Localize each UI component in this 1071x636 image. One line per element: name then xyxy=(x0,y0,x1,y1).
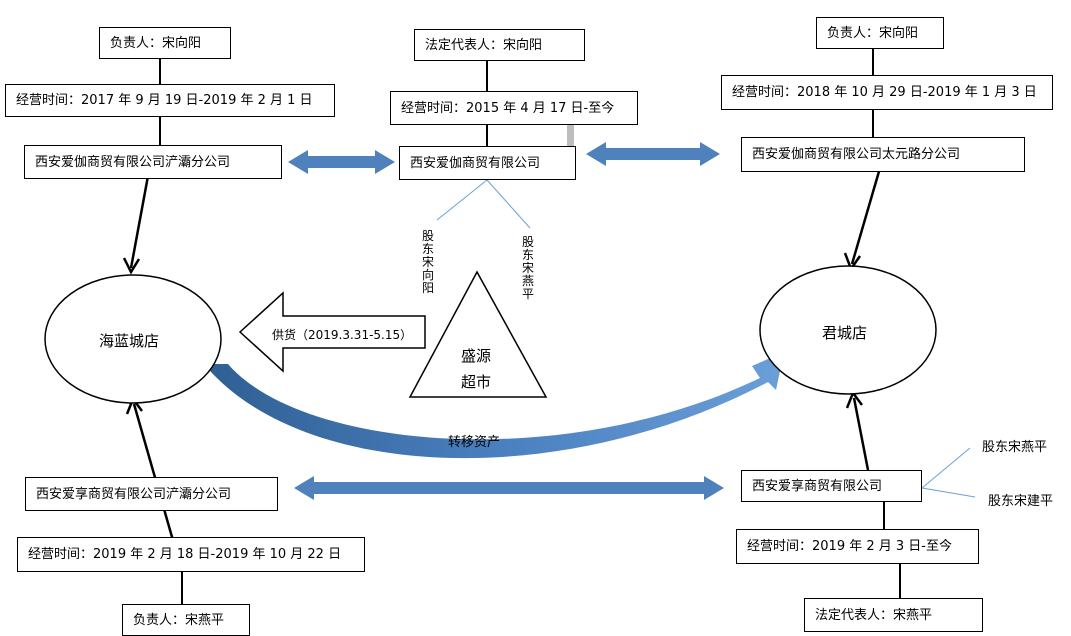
right-top-period-box: 经营时间：2018 年 10 月 29 日-2019 年 1 月 3 日 xyxy=(721,75,1053,110)
left-top-company-text: 西安爱伽商贸有限公司浐灞分公司 xyxy=(35,154,231,170)
shareholder-line-1 xyxy=(436,179,488,221)
double-arrow-bottom xyxy=(294,476,724,500)
left-bottom-manager-text: 负责人：宋燕平 xyxy=(133,612,225,628)
juncheng-store-circle xyxy=(759,265,937,395)
center-company-text: 西安爱伽商贸有限公司 xyxy=(410,155,541,171)
supply-label: 供货（2019.3.31-5.15） xyxy=(272,328,413,342)
arrow-line-to-juncheng xyxy=(850,167,882,265)
shareholder-line-4 xyxy=(921,487,976,498)
left-bottom-company-text: 西安爱享商贸有限公司浐灞分公司 xyxy=(36,486,232,502)
left-top-company-box: 西安爱伽商贸有限公司浐灞分公司 xyxy=(24,145,282,179)
right-top-period-text: 经营时间：2018 年 10 月 29 日-2019 年 1 月 3 日 xyxy=(732,85,1037,100)
right-bottom-shareholder-1: 股东宋燕平 xyxy=(982,440,1048,455)
left-bottom-period-box: 经营时间：2019 年 2 月 18 日-2019 年 10 月 22 日 xyxy=(17,537,365,572)
right-bottom-period-box: 经营时间：2019 年 2 月 3 日-至今 xyxy=(736,529,979,564)
center-period-text: 经营时间：2015 年 4 月 17 日-至今 xyxy=(401,100,615,116)
transfer-assets-arrow xyxy=(204,352,784,459)
right-top-company-text: 西安爱伽商贸有限公司太元路分公司 xyxy=(752,147,961,162)
right-top-company-box: 西安爱伽商贸有限公司太元路分公司 xyxy=(741,137,1025,172)
right-bottom-period-text: 经营时间：2019 年 2 月 3 日-至今 xyxy=(747,539,952,554)
left-bottom-company-box: 西安爱享商贸有限公司浐灞分公司 xyxy=(25,477,278,511)
supermarket-triangle xyxy=(408,270,548,398)
center-company-box: 西安爱伽商贸有限公司 xyxy=(399,146,576,180)
transfer-assets-label: 转移资产 xyxy=(448,435,501,450)
center-legal-rep-box: 法定代表人：宋向阳 xyxy=(414,29,585,61)
right-bottom-company-box: 西安爱享商贸有限公司 xyxy=(741,470,922,502)
double-arrow-top-left xyxy=(288,150,395,174)
right-bottom-legal-rep-text: 法定代表人：宋燕平 xyxy=(815,607,933,623)
right-bottom-company-text: 西安爱享商贸有限公司 xyxy=(752,478,883,494)
supply-arrow xyxy=(238,291,426,373)
arrow-head-to-hailan xyxy=(122,257,141,275)
juncheng-store-label: 君城店 xyxy=(822,324,868,342)
center-period-box: 经营时间：2015 年 4 月 17 日-至今 xyxy=(390,91,638,125)
left-bottom-period-text: 经营时间：2019 年 2 月 18 日-2019 年 10 月 22 日 xyxy=(28,547,342,562)
left-top-manager-box: 负责人：宋向阳 xyxy=(99,27,231,59)
gray-marker xyxy=(567,124,574,146)
left-top-period-text: 经营时间：2017 年 9 月 19 日-2019 年 2 月 1 日 xyxy=(16,93,313,108)
supermarket-label-line2: 超市 xyxy=(461,373,492,391)
supermarket-label-line1: 盛源 xyxy=(461,347,492,365)
shareholder-line-3 xyxy=(921,447,971,489)
center-shareholder-1: 股东宋向阳 xyxy=(421,229,434,295)
shareholder-line-2 xyxy=(486,179,531,229)
left-top-manager-text: 负责人：宋向阳 xyxy=(110,35,202,51)
right-bottom-legal-rep-box: 法定代表人：宋燕平 xyxy=(804,598,983,632)
hailan-store-label: 海蓝城店 xyxy=(99,332,160,350)
double-arrow-top-right xyxy=(586,142,720,166)
hailan-store-circle xyxy=(44,274,222,404)
right-top-manager-text: 负责人：宋向阳 xyxy=(827,25,919,41)
left-bottom-manager-box: 负责人：宋燕平 xyxy=(122,604,250,636)
left-top-period-box: 经营时间：2017 年 9 月 19 日-2019 年 2 月 1 日 xyxy=(5,84,335,117)
arrow-line-to-hailan xyxy=(129,175,150,269)
center-shareholder-2: 股东宋燕平 xyxy=(521,235,534,301)
right-bottom-shareholder-2: 股东宋建平 xyxy=(988,494,1054,509)
center-legal-rep-text: 法定代表人：宋向阳 xyxy=(425,37,543,53)
right-top-manager-box: 负责人：宋向阳 xyxy=(816,17,944,49)
arrow-line-from-bottom-right xyxy=(852,397,870,471)
